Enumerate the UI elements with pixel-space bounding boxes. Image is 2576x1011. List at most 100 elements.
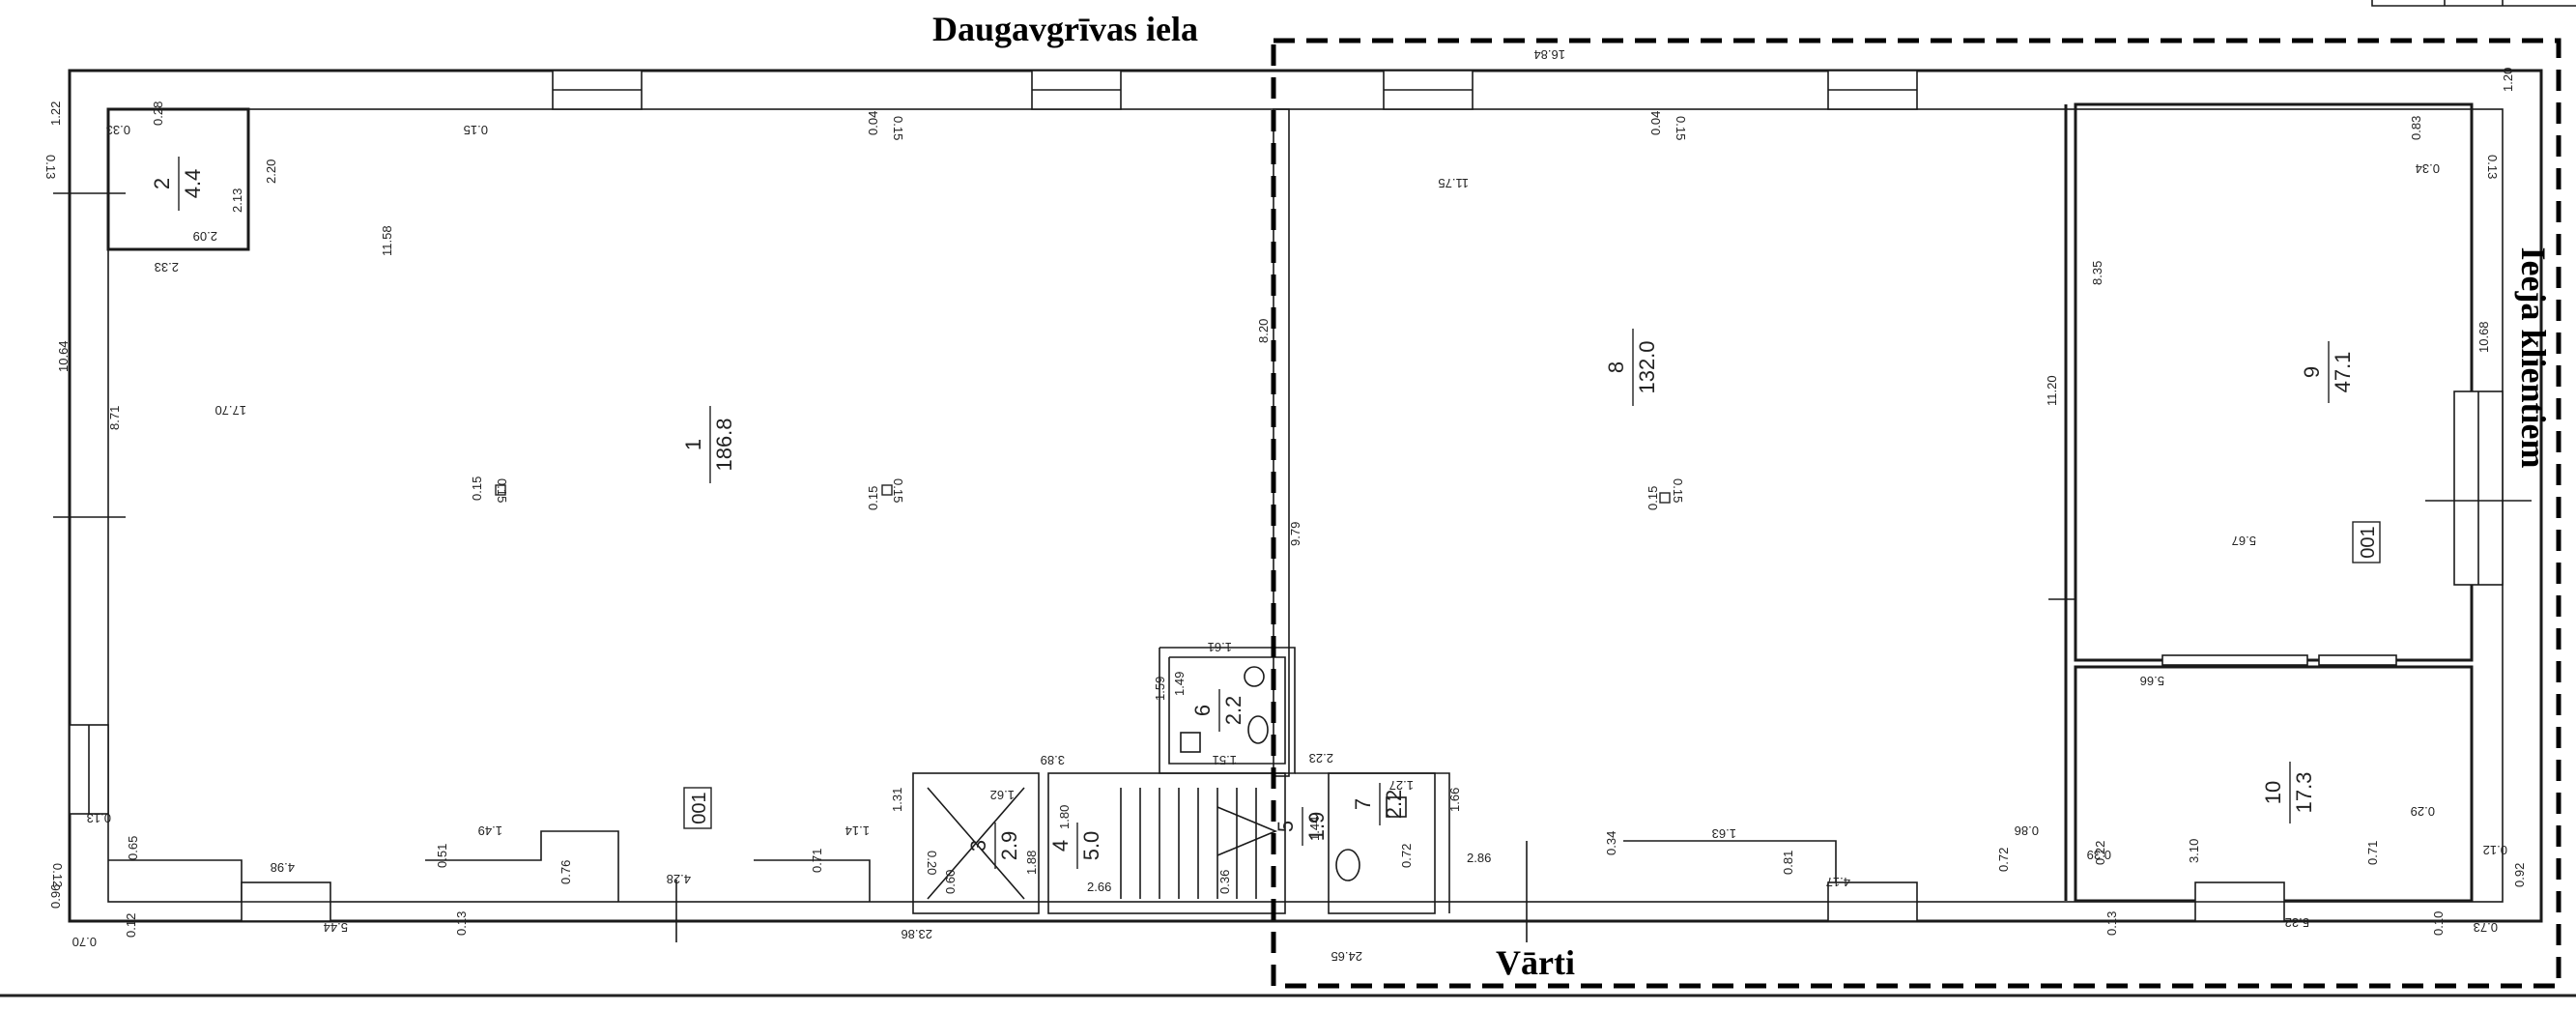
- svg-text:4: 4: [1048, 840, 1073, 852]
- svg-text:8.35: 8.35: [2090, 261, 2104, 285]
- room-8-label: 8 132.0: [1604, 329, 1659, 406]
- svg-text:0.13: 0.13: [2485, 155, 2500, 179]
- svg-text:0.13: 0.13: [43, 155, 58, 179]
- svg-text:4.98: 4.98: [271, 860, 295, 875]
- svg-text:1.88: 1.88: [1024, 851, 1039, 875]
- svg-text:10: 10: [2261, 781, 2285, 804]
- svg-text:0.15: 0.15: [866, 486, 880, 510]
- room-3-label: 3 2.9: [966, 823, 1021, 869]
- svg-text:5: 5: [1274, 821, 1298, 832]
- wc-fixtures: [1180, 666, 1407, 881]
- svg-text:0.73: 0.73: [2474, 920, 2498, 935]
- room-2-label: 2 4.4: [150, 157, 205, 211]
- svg-text:47.1: 47.1: [2331, 352, 2355, 393]
- svg-text:1.44: 1.44: [1307, 817, 1322, 841]
- room-7-label: 7 2.2: [1351, 783, 1406, 825]
- svg-text:0.10: 0.10: [2431, 911, 2446, 936]
- svg-text:17.70: 17.70: [215, 403, 246, 418]
- svg-text:1.80: 1.80: [1057, 805, 1072, 829]
- svg-text:2.2: 2.2: [1382, 790, 1406, 820]
- room-2-outline: [106, 107, 250, 251]
- svg-text:1.51: 1.51: [1213, 753, 1237, 767]
- svg-text:0.33: 0.33: [106, 123, 130, 137]
- svg-text:10.64: 10.64: [56, 340, 71, 372]
- svg-text:2.9: 2.9: [997, 831, 1021, 861]
- svg-text:0.13: 0.13: [454, 911, 469, 936]
- svg-text:0.92: 0.92: [2512, 863, 2527, 887]
- svg-text:5.32: 5.32: [2285, 915, 2309, 930]
- svg-text:2.09: 2.09: [193, 229, 217, 244]
- svg-text:0.81: 0.81: [1781, 851, 1795, 875]
- svg-text:0.15: 0.15: [1674, 116, 1688, 140]
- svg-text:2.2: 2.2: [1221, 696, 1245, 726]
- svg-text:0.15: 0.15: [1646, 486, 1660, 510]
- svg-text:8.71: 8.71: [107, 406, 122, 430]
- svg-text:0.13: 0.13: [87, 811, 111, 825]
- svg-text:1.59: 1.59: [1153, 677, 1167, 701]
- svg-text:0.15: 0.15: [1671, 478, 1685, 503]
- svg-text:1: 1: [681, 439, 705, 450]
- svg-text:0.71: 0.71: [810, 849, 824, 873]
- svg-text:0.60: 0.60: [943, 870, 958, 894]
- svg-text:132.0: 132.0: [1635, 340, 1659, 393]
- svg-text:2: 2: [150, 178, 174, 189]
- svg-text:0.15: 0.15: [470, 477, 484, 501]
- room-6-label: 6 2.2: [1190, 689, 1245, 732]
- svg-text:1.31: 1.31: [890, 788, 904, 812]
- svg-text:0.04: 0.04: [866, 111, 880, 135]
- rental-boundary: [1271, 38, 2562, 989]
- svg-text:1.49: 1.49: [478, 823, 502, 838]
- room-5-label: 5 1.9: [1274, 807, 1329, 846]
- svg-text:8: 8: [1604, 361, 1628, 373]
- svg-text:2.33: 2.33: [155, 260, 179, 274]
- svg-text:7: 7: [1351, 798, 1375, 810]
- svg-text:5.67: 5.67: [2232, 534, 2256, 548]
- svg-text:0.86: 0.86: [2015, 823, 2039, 838]
- svg-text:5.44: 5.44: [324, 920, 348, 935]
- svg-text:5.66: 5.66: [2140, 674, 2164, 688]
- svg-text:2.20: 2.20: [264, 159, 278, 184]
- stair-4-outline: [1047, 772, 1286, 914]
- entrance-label: Ieeja klientiem: [2514, 247, 2553, 469]
- svg-text:0.76: 0.76: [558, 860, 573, 884]
- svg-text:0.29: 0.29: [2411, 804, 2435, 819]
- room-9-outline: [2074, 102, 2474, 662]
- svg-text:0.36: 0.36: [1217, 870, 1232, 894]
- svg-text:0.72: 0.72: [1399, 844, 1414, 868]
- svg-text:0.34: 0.34: [2416, 161, 2440, 176]
- room-9-label: 9 47.1: [2300, 341, 2355, 403]
- svg-text:0.20: 0.20: [925, 851, 939, 875]
- svg-text:16.84: 16.84: [1533, 47, 1565, 62]
- svg-text:1.63: 1.63: [1712, 826, 1736, 841]
- gate-label: Vārti: [1496, 943, 1575, 982]
- staircase: [1120, 788, 1278, 899]
- dimension-labels: 16.84 1.20 0.13 0.83 0.34 1.22 0.13 0.28…: [43, 47, 2527, 964]
- svg-text:1.62: 1.62: [990, 788, 1015, 802]
- svg-text:0.13: 0.13: [2104, 911, 2119, 936]
- svg-text:1.14: 1.14: [845, 823, 870, 838]
- svg-text:9: 9: [2300, 366, 2324, 378]
- svg-text:2.86: 2.86: [1467, 851, 1491, 865]
- level-code: 001: [689, 792, 710, 823]
- svg-text:0.15: 0.15: [891, 478, 905, 503]
- svg-text:2.13: 2.13: [230, 188, 244, 213]
- svg-text:1.22: 1.22: [48, 101, 63, 126]
- wc-6-outline: [1168, 656, 1286, 765]
- svg-text:24.65: 24.65: [1331, 949, 1362, 964]
- svg-text:11.58: 11.58: [380, 225, 394, 256]
- svg-text:5.0: 5.0: [1079, 831, 1103, 861]
- svg-text:4.17: 4.17: [1826, 875, 1850, 889]
- svg-text:1.20: 1.20: [2501, 68, 2515, 92]
- svg-text:0.65: 0.65: [126, 836, 140, 860]
- svg-text:0.83: 0.83: [2409, 116, 2423, 140]
- svg-text:0.15: 0.15: [464, 123, 488, 137]
- svg-text:0.15: 0.15: [891, 116, 905, 140]
- svg-text:0.28: 0.28: [151, 101, 165, 126]
- svg-text:3.89: 3.89: [1041, 753, 1065, 767]
- svg-text:0.22: 0.22: [2093, 841, 2107, 865]
- svg-text:3.10: 3.10: [2187, 839, 2201, 863]
- svg-text:0.71: 0.71: [2365, 841, 2380, 865]
- svg-text:0.39: 0.39: [2087, 848, 2111, 862]
- svg-text:0.12: 0.12: [50, 863, 65, 887]
